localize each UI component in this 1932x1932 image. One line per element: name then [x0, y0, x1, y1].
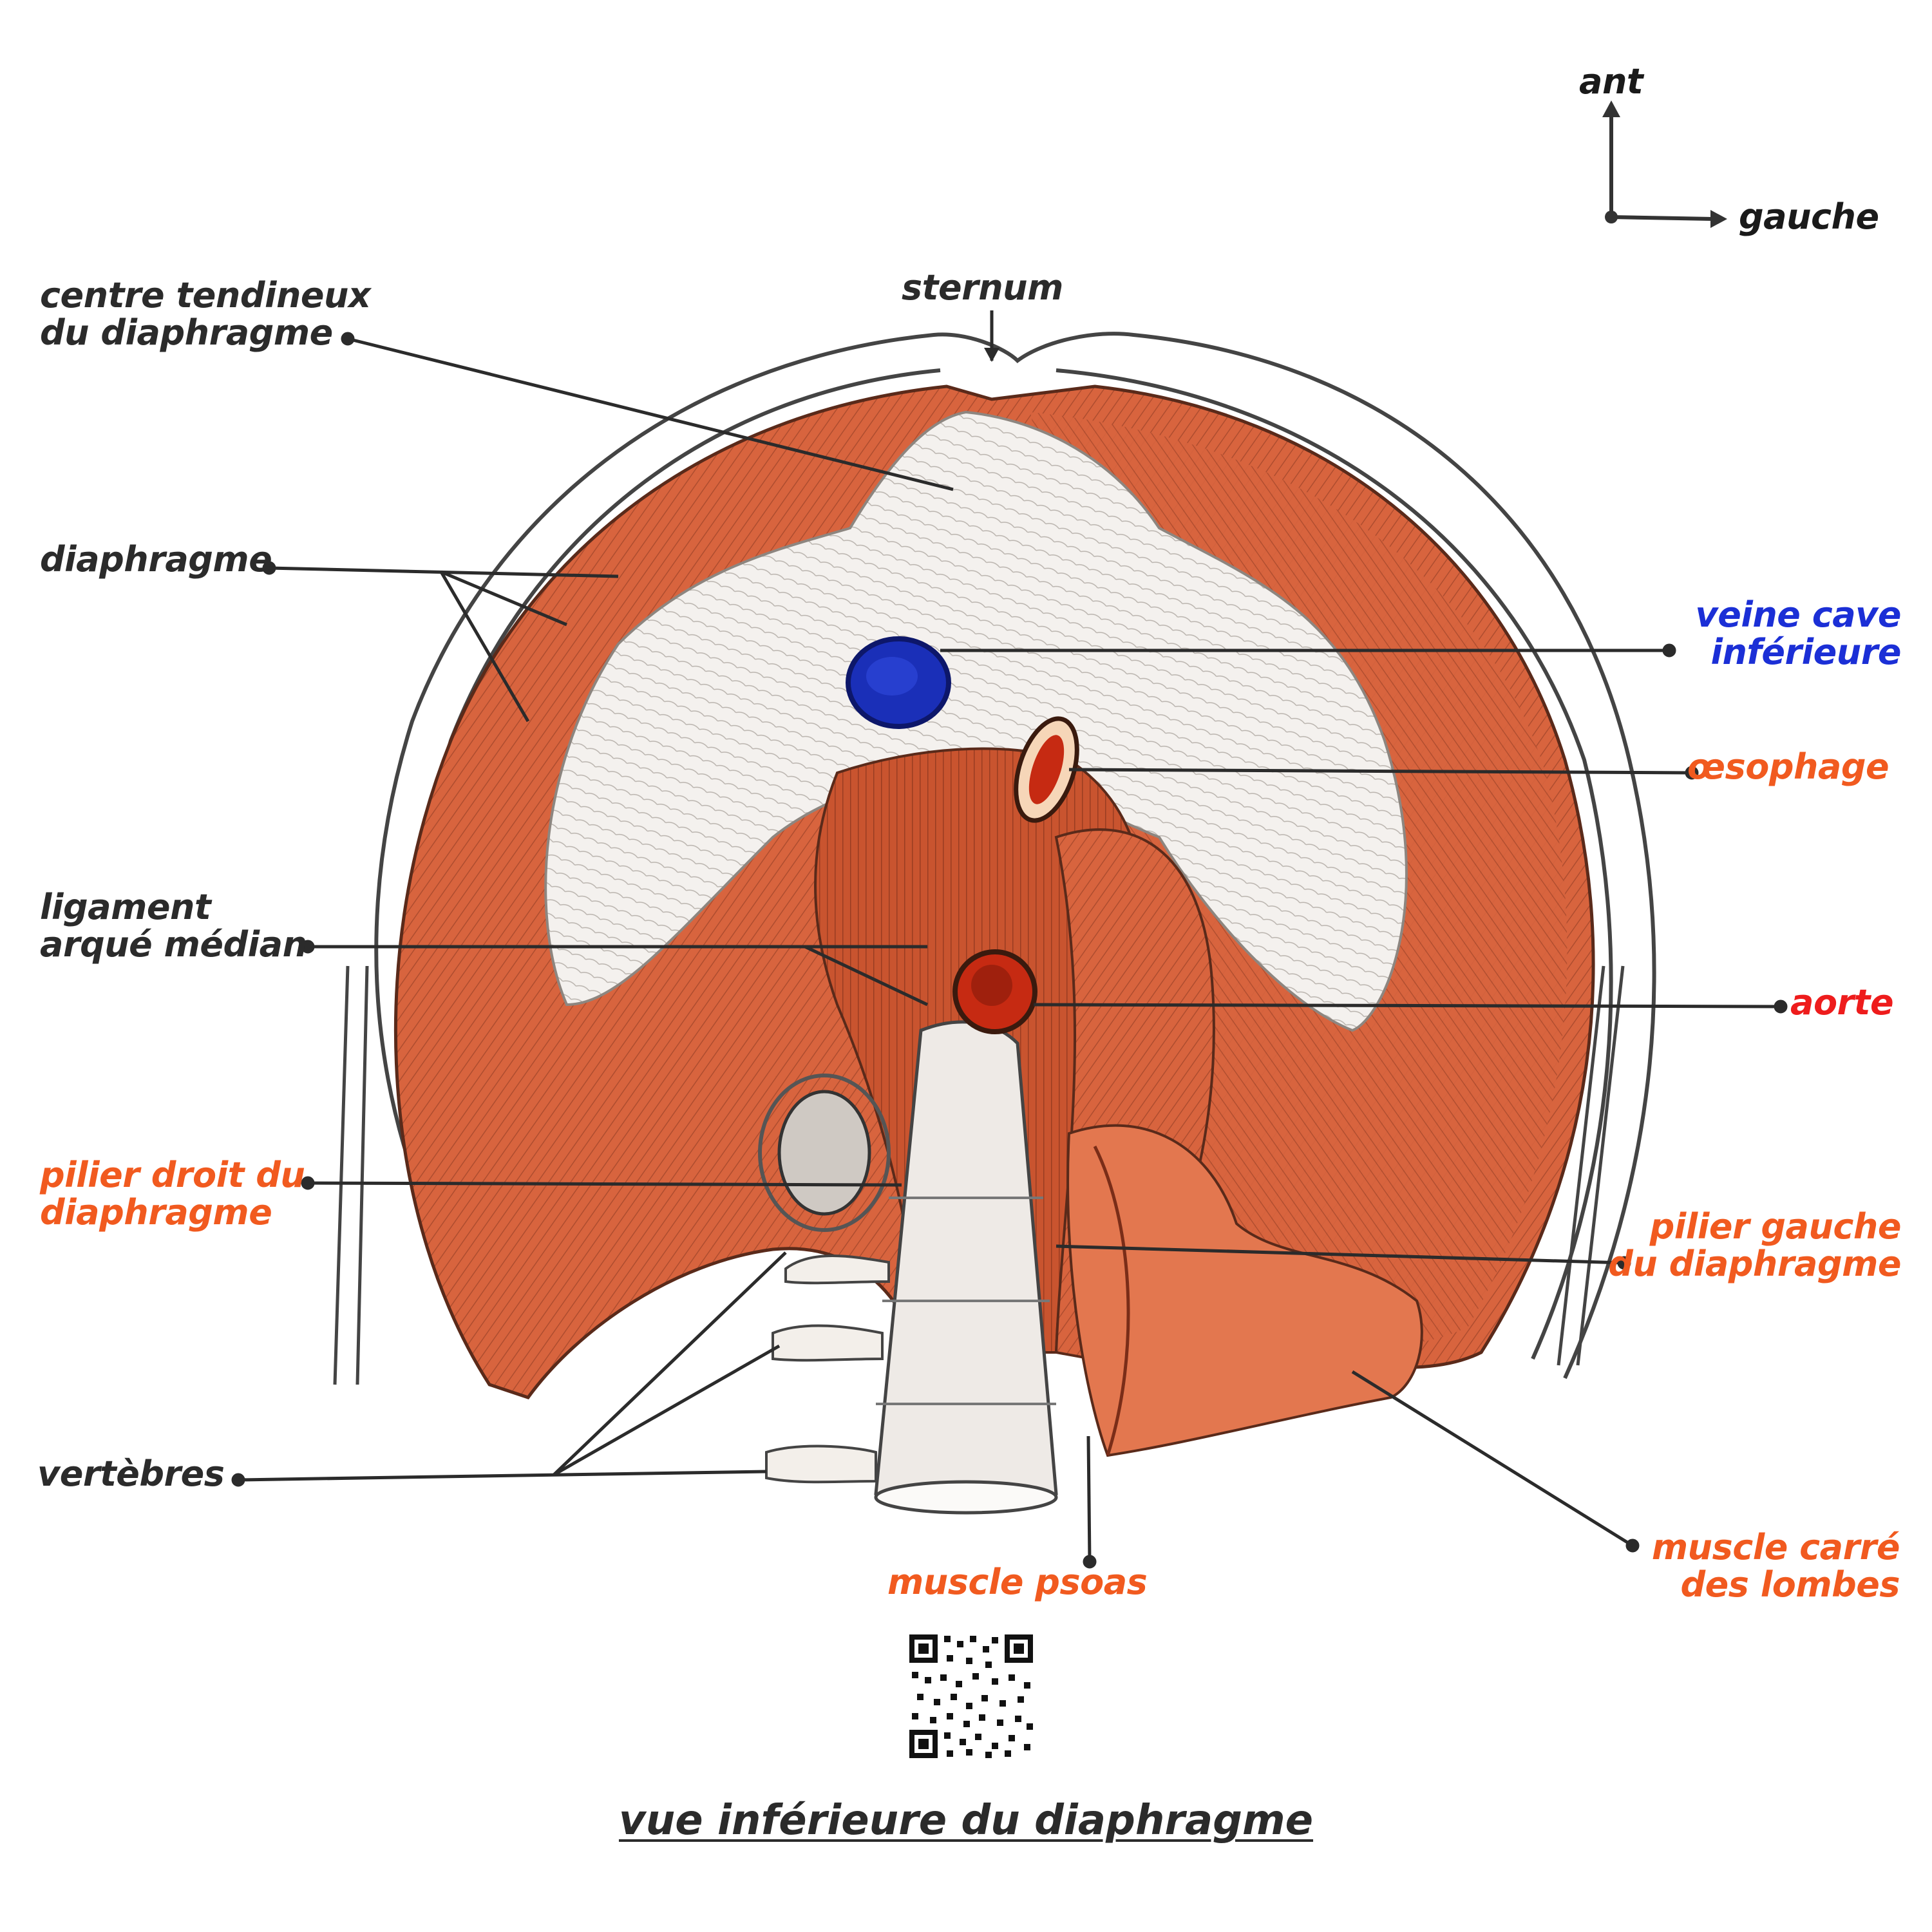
label-sternum: sternum — [902, 267, 1063, 308]
label-line: pilier droit du — [40, 1155, 305, 1195]
label-aorte: aorte — [1790, 982, 1894, 1023]
label-ligament-arque: ligament arqué médian — [40, 889, 307, 963]
anterior-label: ant — [1579, 61, 1643, 102]
label-veine-cave: veine cave inférieure — [1695, 594, 1902, 672]
left-label: gauche — [1739, 196, 1879, 237]
label-line: arqué médian — [40, 924, 307, 965]
label-line: muscle carré — [1651, 1527, 1900, 1567]
qr-code-icon — [909, 1634, 1033, 1758]
label-line: du diaphragme — [1608, 1244, 1901, 1284]
label-line: pilier gauche — [1649, 1206, 1902, 1247]
label-line: des lombes — [1680, 1564, 1900, 1605]
lumbar-muscles — [1066, 1124, 1423, 1457]
label-carre-lombes: muscle carré des lombes — [1652, 1529, 1900, 1604]
vertebral-column — [758, 1020, 1058, 1515]
diagram-title: vue inférieure du diaphragme — [618, 1797, 1314, 1844]
aorta — [952, 949, 1037, 1034]
orientation-axes-icon — [1602, 100, 1727, 228]
label-diaphragme: diaphragme — [40, 539, 272, 580]
label-pilier-gauche: pilier gauche du diaphragme — [1608, 1208, 1901, 1283]
label-line: inférieure — [1710, 632, 1901, 672]
label-line: veine cave — [1695, 594, 1902, 635]
label-oesophage: œsophage — [1687, 746, 1889, 787]
label-pilier-droit: pilier droit du diaphragme — [40, 1157, 305, 1231]
label-muscle-psoas: muscle psoas — [887, 1562, 1148, 1602]
label-centre-tendineux: centre tendineux du diaphragme — [40, 275, 371, 353]
label-line: ligament — [40, 887, 211, 927]
oesophagus — [1014, 716, 1079, 823]
label-line: du diaphragme — [40, 312, 333, 353]
label-line: diaphragme — [40, 1192, 272, 1233]
leader-lines — [231, 310, 1788, 1569]
label-line: centre tendineux — [40, 275, 371, 316]
inferior-vena-cava — [846, 636, 951, 729]
label-vertebres: vertèbres — [37, 1454, 225, 1494]
